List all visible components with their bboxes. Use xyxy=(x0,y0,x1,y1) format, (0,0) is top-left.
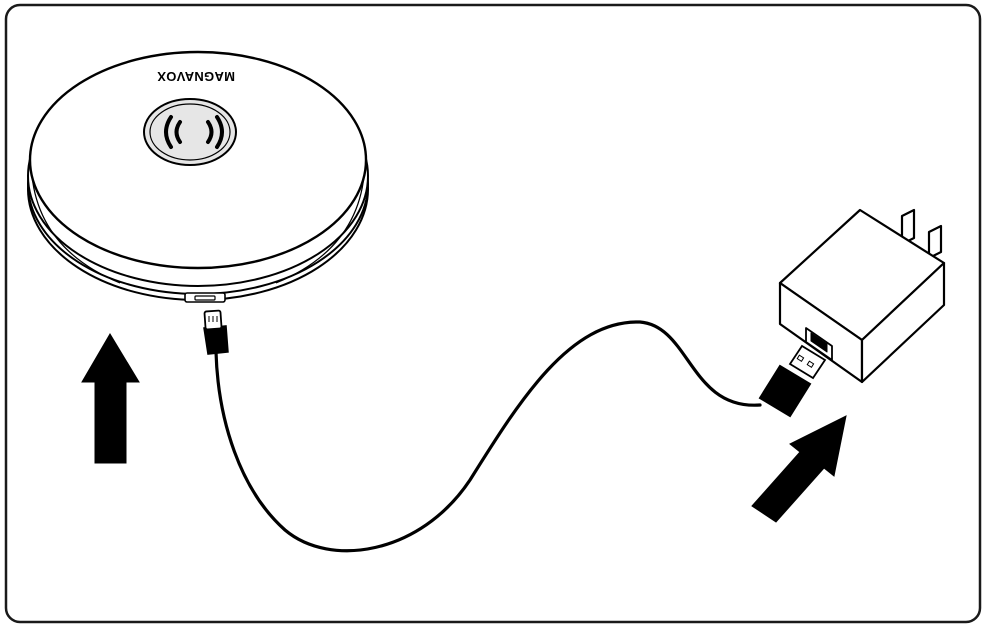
pad-brand-logo: MAGNAVOX xyxy=(157,69,235,84)
adapter-prong-2 xyxy=(927,224,943,260)
arrow-up-icon xyxy=(81,333,140,464)
wireless-signal-icon xyxy=(164,115,224,149)
arrow-diagonal-icon xyxy=(751,415,847,523)
diagram-frame xyxy=(4,3,982,624)
usb-a-plug xyxy=(758,344,827,418)
wall-adapter xyxy=(778,208,946,384)
usb-cable xyxy=(214,320,762,553)
wireless-charging-pad xyxy=(27,50,369,303)
micro-usb-plug xyxy=(203,309,229,355)
adapter-prong-1 xyxy=(900,208,916,246)
